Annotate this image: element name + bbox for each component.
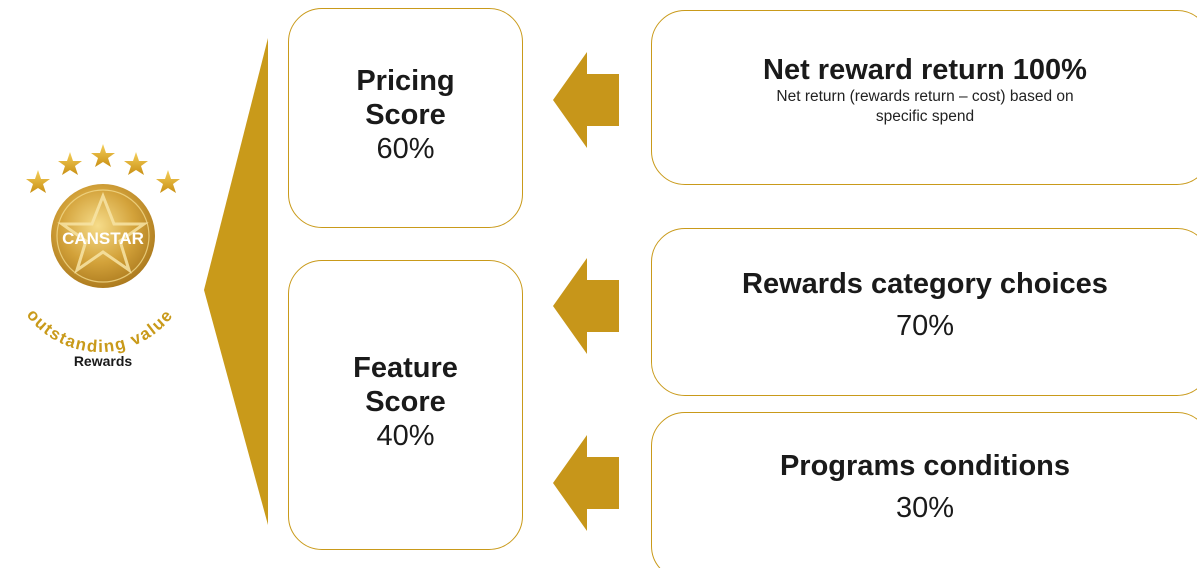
badge-arc-text: outstanding value	[23, 305, 177, 356]
star-icon	[91, 144, 115, 167]
net-reward-return-subtitle-line1: Net return (rewards return – cost) based…	[776, 88, 1074, 105]
pricing-score-title-line2: Score	[365, 99, 446, 131]
bracket-triangle	[204, 38, 268, 525]
arrow-left-icon	[553, 52, 619, 148]
rewards-category-choices-box: Rewards category choices 70%	[651, 228, 1197, 396]
programs-conditions-title: Programs conditions	[779, 450, 1071, 482]
feature-score-title-line1: Feature	[353, 352, 458, 384]
arrow-left-icon	[553, 435, 619, 531]
pricing-score-percent: 60%	[376, 133, 435, 165]
star-icon	[26, 170, 50, 193]
badge-label: Rewards	[74, 353, 133, 369]
star-icon	[156, 170, 180, 193]
programs-conditions-box: Programs conditions 30%	[651, 412, 1197, 568]
star-icon	[124, 152, 148, 175]
canstar-badge-logo: CANSTAR outstanding value Rewards	[23, 144, 180, 369]
pricing-score-box: Pricing Score 60%	[288, 8, 523, 228]
stars-group	[26, 144, 180, 193]
canstar-badge: CANSTAR outstanding value Rewards	[0, 140, 200, 380]
feature-score-percent: 40%	[376, 420, 435, 452]
programs-conditions-percent: 30%	[895, 492, 955, 524]
feature-score-box: Feature Score 40%	[288, 260, 523, 550]
net-reward-return-title: Net reward return 100%	[763, 54, 1087, 86]
arrow-left-icon	[553, 258, 619, 354]
net-reward-return-box: Net reward return 100% Net return (rewar…	[651, 10, 1197, 185]
star-icon	[58, 152, 82, 175]
badge-brand: CANSTAR	[62, 229, 144, 248]
rewards-category-choices-percent: 70%	[895, 310, 955, 342]
feature-score-title-line2: Score	[365, 386, 446, 418]
pricing-score-title-line1: Pricing	[356, 65, 455, 97]
coin-icon	[51, 184, 155, 288]
rewards-category-choices-title: Rewards category choices	[742, 268, 1108, 300]
net-reward-return-subtitle-line2: specific spend	[875, 108, 975, 125]
